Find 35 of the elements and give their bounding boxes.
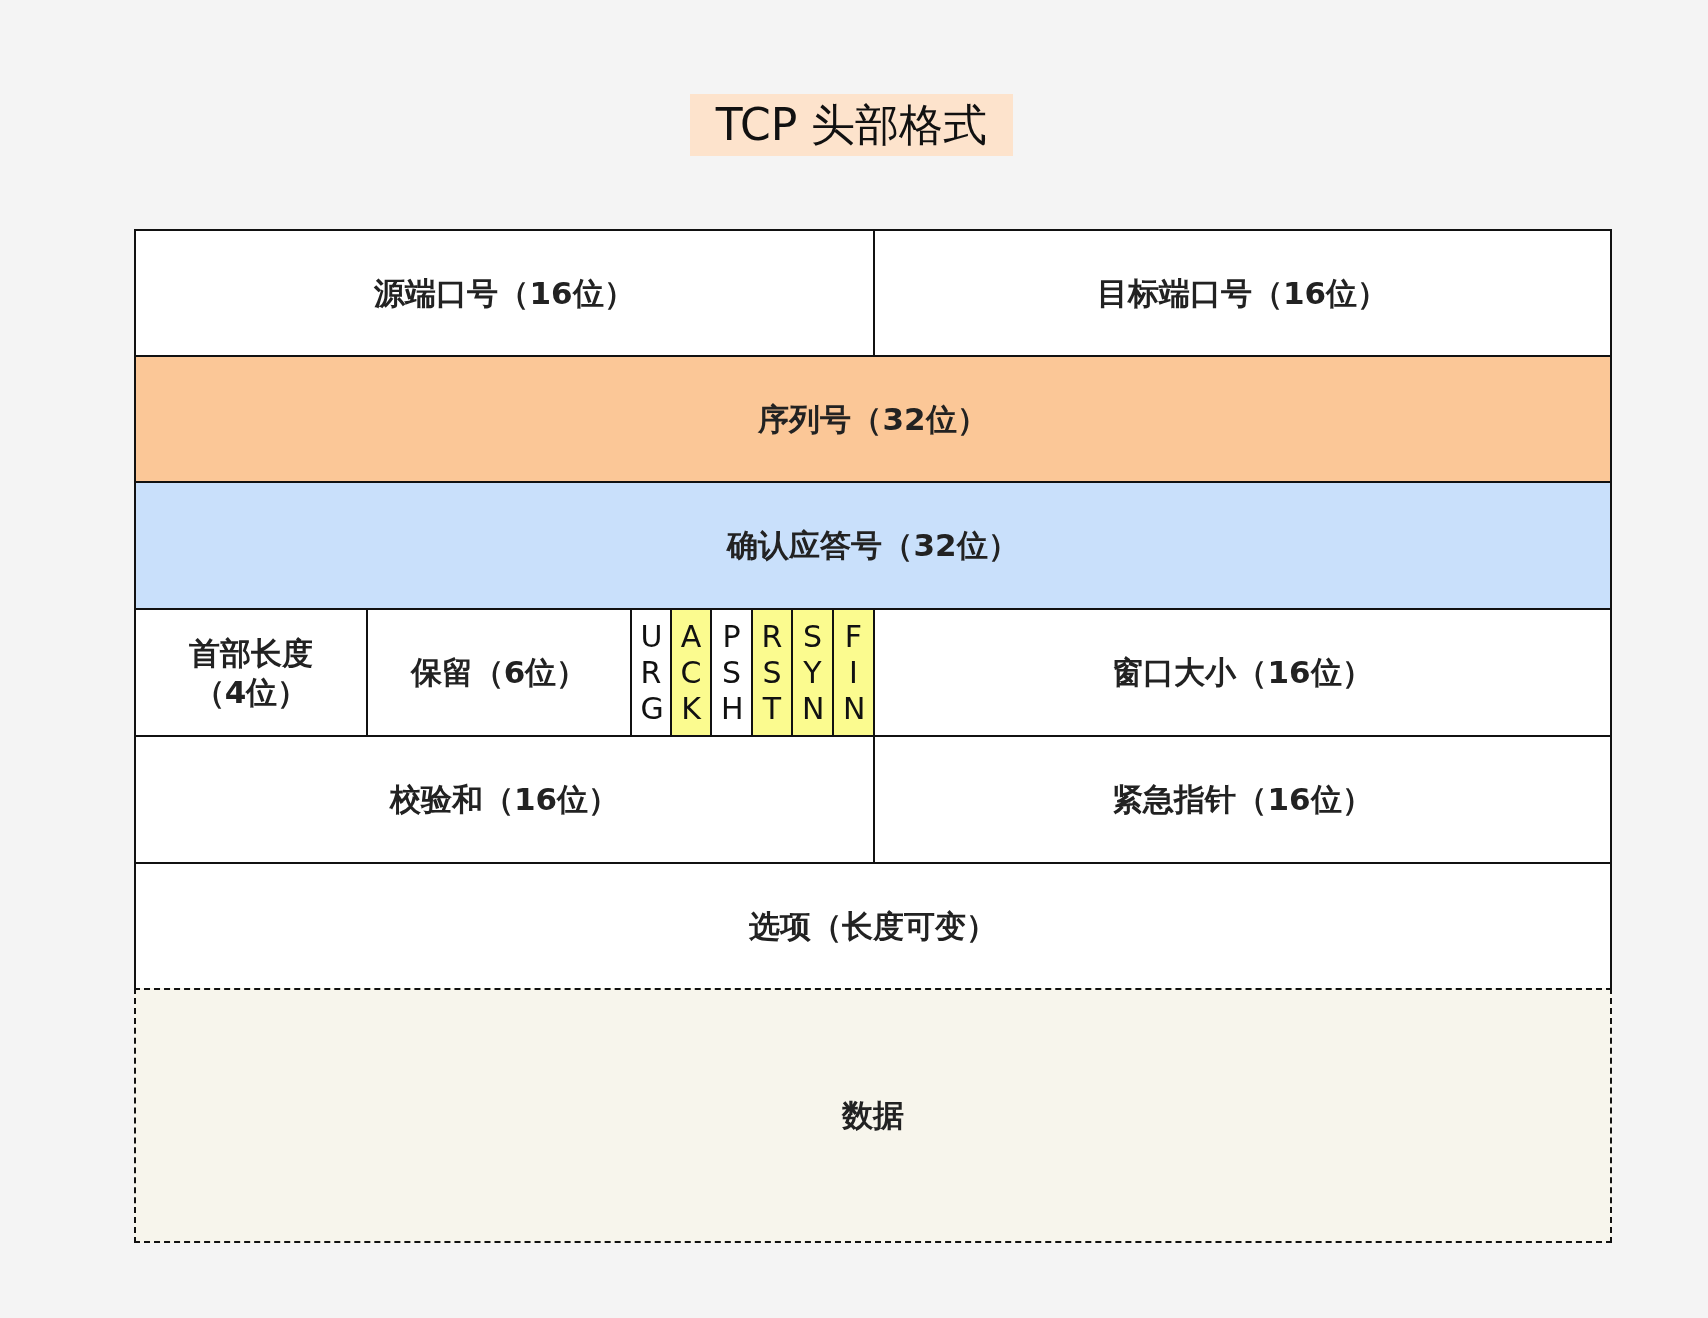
header-field xyxy=(134,608,368,737)
field-label: 首部长度（4位） xyxy=(188,633,314,712)
field-label: PSH xyxy=(721,618,742,727)
field-label: FIN xyxy=(843,618,864,727)
header-field xyxy=(134,862,1612,990)
header-field xyxy=(873,608,1612,737)
field-label: SYN xyxy=(802,618,823,727)
field-label: 序列号（32位） xyxy=(758,399,988,439)
header-field xyxy=(134,481,1612,610)
field-label: 确认应答号（32位） xyxy=(727,526,1019,565)
field-label: URG xyxy=(640,618,662,727)
header-field xyxy=(134,735,875,864)
field-label: 目标端口号（16位） xyxy=(1096,273,1389,313)
flag-cell xyxy=(670,608,712,737)
flag-cell xyxy=(630,608,672,737)
field-label: 校验和（16位） xyxy=(389,780,620,819)
flag-cell xyxy=(751,608,793,737)
flag-cell xyxy=(832,608,875,737)
header-field xyxy=(873,735,1612,864)
field-label: 数据 xyxy=(842,1096,904,1135)
field-label: 源端口号（16位） xyxy=(374,273,635,313)
header-field xyxy=(134,355,1612,483)
field-label: 保留（6位） xyxy=(410,653,588,692)
field-label: RST xyxy=(761,618,783,727)
flag-cell xyxy=(710,608,753,737)
field-label: 窗口大小（16位） xyxy=(1112,653,1373,692)
header-field xyxy=(134,229,875,357)
field-label: 紧急指针（16位） xyxy=(1112,780,1373,819)
diagram-title: TCP 头部格式 xyxy=(690,94,1013,156)
header-field xyxy=(873,229,1612,357)
field-label: 选项（长度可变） xyxy=(749,906,997,946)
field-label: ACK xyxy=(680,618,702,727)
data-field-dashed xyxy=(134,988,1612,1243)
flag-cell xyxy=(791,608,834,737)
header-field xyxy=(366,608,632,737)
